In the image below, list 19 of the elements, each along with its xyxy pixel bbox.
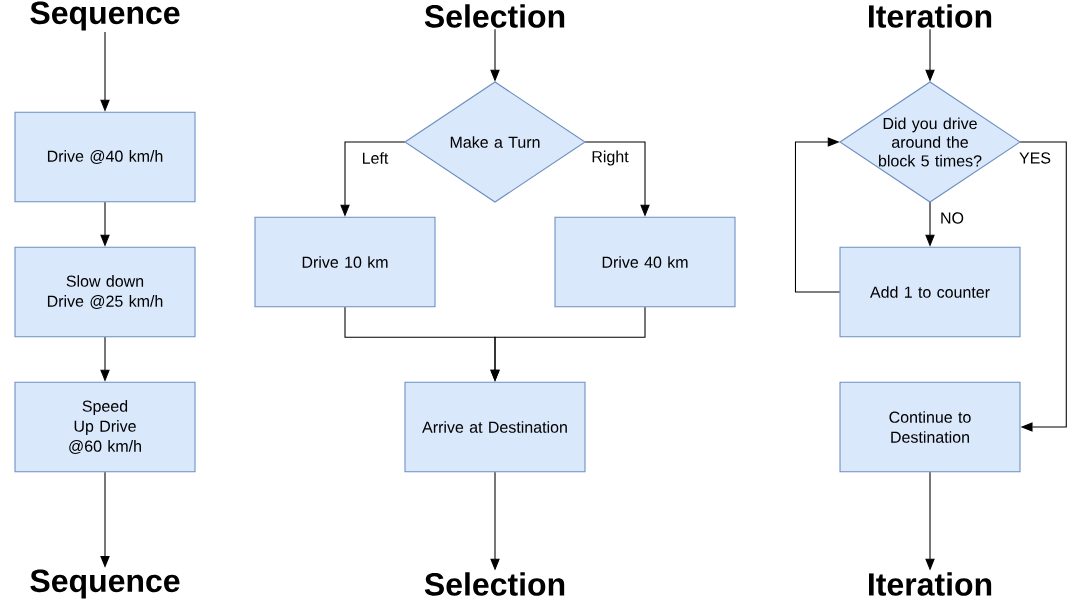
heading: Iteration bbox=[869, 4, 992, 28]
arrow bbox=[1019, 141, 1067, 432]
edge-label: Right bbox=[590, 149, 630, 167]
edge-label: NO bbox=[938, 211, 966, 225]
process-box: Arrive at Destination bbox=[404, 381, 586, 473]
heading: Iteration bbox=[869, 572, 992, 596]
process-box: Continue to Destination bbox=[839, 381, 1021, 473]
edge-label: Left bbox=[360, 150, 390, 166]
process-box: Speed Up Drive @60 km/h bbox=[14, 381, 196, 473]
arrow bbox=[794, 137, 840, 293]
process-box: Add 1 to counter bbox=[839, 246, 1021, 338]
process-box: Drive @40 km/h bbox=[14, 111, 196, 203]
process-box: Drive 40 km bbox=[554, 216, 736, 308]
process-box: Drive 10 km bbox=[254, 216, 436, 308]
heading: Selection bbox=[424, 4, 565, 28]
process-box: Slow down Drive @25 km/h bbox=[14, 246, 196, 338]
heading: Selection bbox=[424, 572, 565, 596]
heading: Sequence bbox=[30, 569, 180, 599]
heading: Sequence bbox=[30, 1, 180, 31]
